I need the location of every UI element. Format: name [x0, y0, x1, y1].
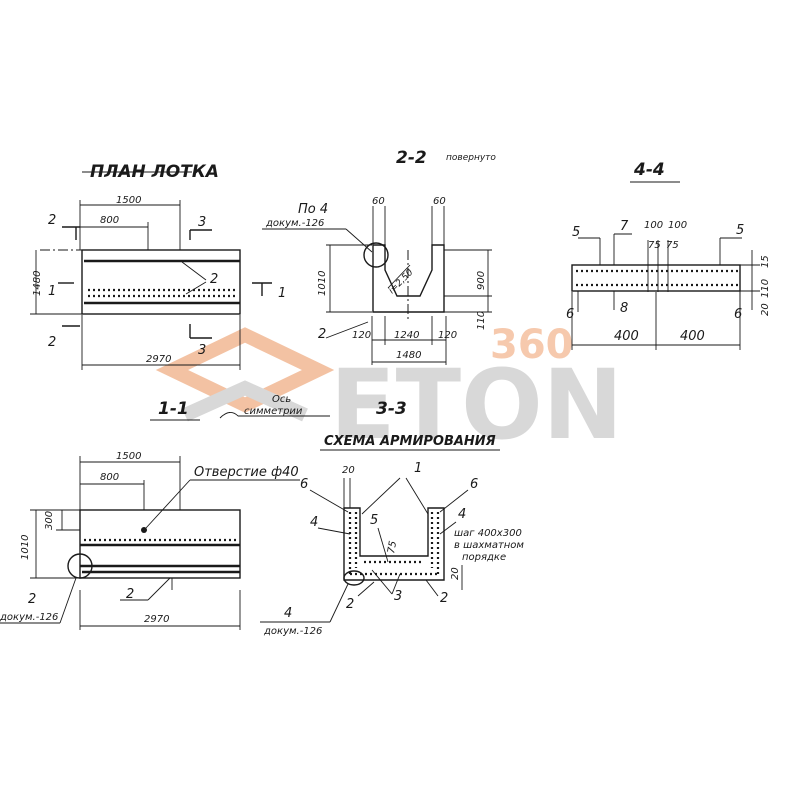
- sec33-mark-1: 1: [414, 461, 422, 476]
- sec33-mark-6b: 6: [470, 477, 478, 492]
- sec33-mark-4a: 4: [310, 515, 318, 530]
- sec44-mark-6b: 6: [734, 307, 742, 322]
- plan-dim-2970: 2970: [146, 354, 171, 365]
- sec22-ref-doc: докум.-126: [265, 218, 324, 229]
- sec44-dim-20: 20: [760, 303, 771, 316]
- sec11-detail-circle-icon: [67, 553, 93, 579]
- sec11-mark-2b: 2: [126, 587, 134, 602]
- sec33-dim-20: 20: [342, 465, 355, 476]
- section-1-1: 1-1 Ось симметрии 1500 800 Отверстие ф40…: [0, 394, 330, 630]
- sec11-dim-800: 800: [100, 472, 119, 483]
- plan-dim-1480: 1480: [32, 271, 43, 296]
- sec33-step2: в шахматном: [454, 540, 524, 551]
- sec22-detail-circle-icon: [363, 242, 389, 268]
- sec44-mark-5b: 5: [736, 223, 744, 238]
- sec44-dim-75a: 75: [648, 240, 661, 251]
- watermark: ETON 360: [155, 322, 623, 461]
- sec44-dim-110: 110: [760, 279, 771, 298]
- sec44-dim-100b: 100: [668, 220, 687, 231]
- sec33-mark-5: 5: [370, 513, 378, 528]
- sec44-dim-400a: 400: [614, 329, 639, 344]
- axis-label-line2: симметрии: [244, 406, 303, 417]
- plan-cut-2-top: 2: [48, 213, 56, 228]
- sec33-dim-75: 75: [386, 540, 399, 554]
- sec11-doc: докум.-126: [0, 612, 58, 623]
- plan-cut-1-right: 1: [278, 286, 286, 301]
- sec44-mark-7: 7: [620, 219, 629, 234]
- sec33-mark-2b: 2: [440, 591, 448, 606]
- sec22-ref-top: По 4: [298, 202, 328, 217]
- sec22-dim-1240: 1240: [394, 330, 419, 341]
- reinf-title: СХЕМА АРМИРОВАНИЯ: [324, 434, 496, 449]
- sec44-dim-75b: 75: [666, 240, 679, 251]
- plan-dim-1500: 1500: [116, 195, 141, 206]
- sec11-title: 1-1: [158, 399, 189, 419]
- sec22-note: повернуто: [446, 153, 496, 163]
- section-4-4: 4-4 5 7 100 100 75 75 5 15 110 20 6 8 6: [566, 160, 771, 350]
- sec33-step: шаг 400х300: [454, 528, 522, 539]
- watermark-number: 360: [490, 322, 574, 368]
- section-3-3: 3-3 СХЕМА АРМИРОВАНИЯ 6 20 1 6 4 5 75 4 …: [260, 399, 524, 637]
- plan-view: ПЛАН ЛОТКА 1500 800 1480 2 3 1 1 2 3: [30, 162, 286, 370]
- sec22-dim-1480: 1480: [396, 350, 421, 361]
- sec44-mark-8: 8: [620, 301, 628, 316]
- sec11-hole-icon: [141, 527, 147, 533]
- sec22-dim-60b: 60: [433, 196, 446, 207]
- sec22-dim-900: 900: [476, 271, 487, 290]
- sec33-mark-4b: 4: [458, 507, 466, 522]
- section-2-2: 2-2 повернуто По 4 докум.-126 60 60 i=2,…: [262, 148, 496, 365]
- sec33-mark-3: 3: [394, 589, 402, 604]
- sec22-dim-120a: 120: [352, 330, 371, 341]
- plan-mark-2: 2: [210, 272, 218, 287]
- sec22-title: 2-2: [396, 148, 427, 168]
- sec22-mark-2: 2: [318, 327, 326, 342]
- sec11-hole-label: Отверстие ф40: [194, 465, 299, 480]
- sec22-dim-120b: 120: [438, 330, 457, 341]
- plan-cut-1-left: 1: [48, 284, 56, 299]
- sec11-dim-1500: 1500: [116, 451, 141, 462]
- sec33-corner-circle-icon: [343, 570, 365, 586]
- sec33-mark-4c: 4: [284, 606, 292, 621]
- sec22-slope: i=2,50: [387, 268, 416, 297]
- sec11-dim-2970: 2970: [144, 614, 169, 625]
- sec33-title: 3-3: [376, 399, 407, 419]
- sec22-dim-60a: 60: [372, 196, 385, 207]
- sec44-dim-400b: 400: [680, 329, 705, 344]
- sec44-dim-15: 15: [760, 255, 771, 268]
- plan-cut-3-bottom: 3: [198, 343, 206, 358]
- sec33-mark-2a: 2: [346, 597, 354, 612]
- plan-dim-800: 800: [100, 215, 119, 226]
- sec44-mark-5a: 5: [572, 225, 580, 240]
- sec11-dim-300: 300: [44, 511, 55, 530]
- watermark-brand: ETON: [330, 349, 623, 461]
- plan-cut-3-top: 3: [198, 215, 206, 230]
- axis-label-line1: Ось: [272, 394, 291, 405]
- sec11-mark-2a: 2: [28, 592, 36, 607]
- sec33-mark-6a: 6: [300, 477, 308, 492]
- sec33-step3: порядке: [462, 552, 506, 563]
- watermark-chevron-icon: [182, 380, 308, 422]
- sec44-dim-100a: 100: [644, 220, 663, 231]
- sec33-dim-20b: 20: [450, 567, 461, 580]
- plan-cut-2-bottom: 2: [48, 335, 56, 350]
- sec22-dim-110: 110: [476, 311, 487, 330]
- sec44-title: 4-4: [633, 160, 665, 180]
- sec33-doc: докум.-126: [263, 626, 322, 637]
- sec22-dim-1010: 1010: [317, 271, 328, 296]
- sec11-dim-1010: 1010: [20, 535, 31, 560]
- sec44-mark-6a: 6: [566, 307, 574, 322]
